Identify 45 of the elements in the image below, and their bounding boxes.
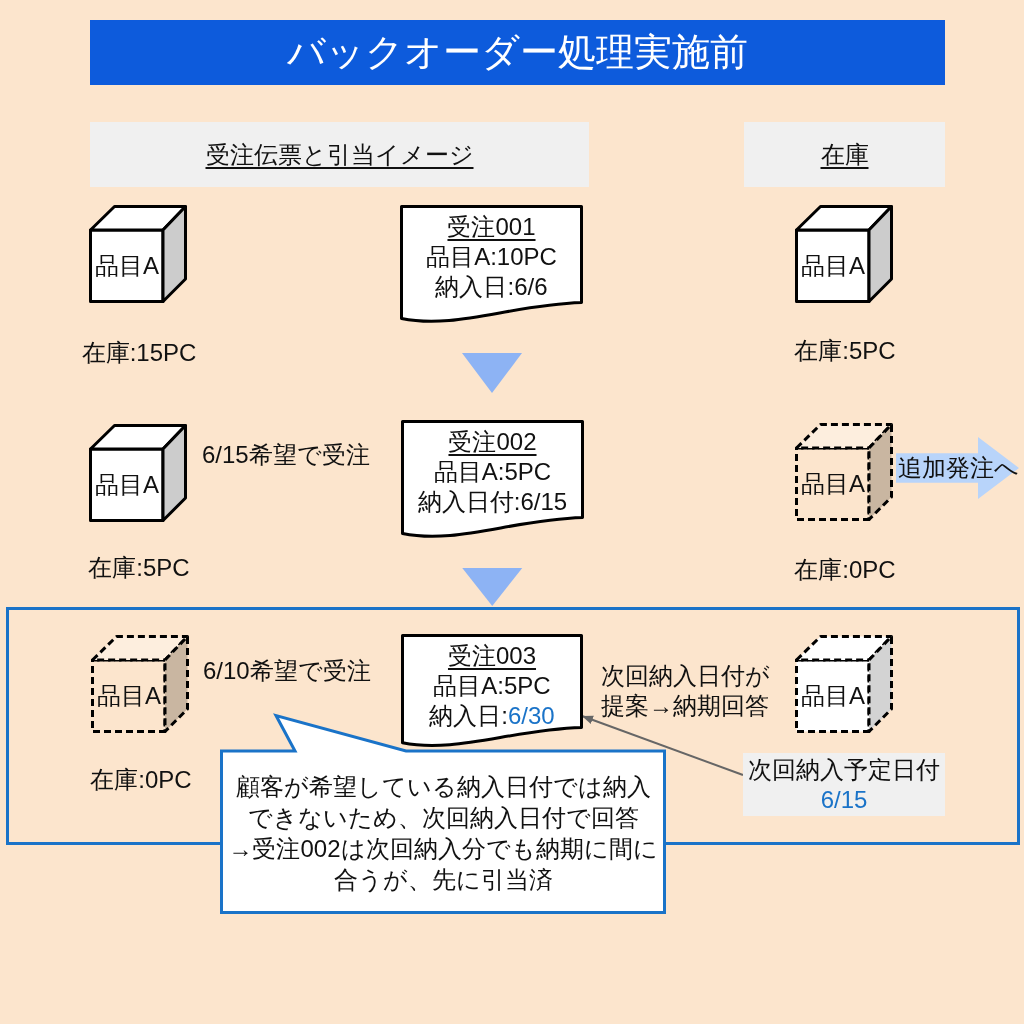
- order-detail: 納入日:: [429, 702, 508, 729]
- order-detail: 納入日付:6/15: [417, 488, 568, 515]
- cube: [795, 205, 893, 303]
- date-value: 6/15: [820, 784, 868, 815]
- header-panel: [90, 122, 589, 187]
- section-heading: 在庫: [820, 139, 869, 170]
- cube: [795, 423, 893, 521]
- stock-label: 在庫:5PC: [794, 336, 896, 366]
- header-panel: [744, 122, 945, 187]
- note-text: 顧客が希望している納入日付では納入できないため、次回納入日付で回答: [234, 771, 652, 833]
- cube: [91, 635, 189, 733]
- block-arrow: [896, 436, 1020, 500]
- arrow-caption: 追加発注へ: [897, 453, 1019, 483]
- stock-label: 在庫:5PC: [88, 553, 190, 583]
- stock-label: 在庫:0PC: [90, 765, 192, 795]
- order-heading: 受注002: [448, 428, 537, 455]
- stock-label: 在庫:15PC: [81, 338, 197, 368]
- leader-line: [581, 715, 744, 776]
- order-heading: 受注003: [447, 642, 536, 669]
- order-detail: 納入日:6/6: [435, 273, 548, 300]
- note-text: →受注002は次回納入分でも納期に間に合うが、先に引当済: [227, 833, 659, 895]
- item-label: 品目A: [95, 470, 159, 500]
- date-value: 6/30: [507, 702, 555, 729]
- order-heading: 受注001: [447, 213, 536, 240]
- order-detail: 品目A:10PC: [426, 243, 557, 270]
- stock-label: 在庫:0PC: [794, 555, 896, 585]
- info-panel: [743, 753, 945, 816]
- cube: [89, 424, 187, 522]
- cube: [795, 635, 893, 733]
- order-detail: 品目A:5PC: [433, 672, 551, 699]
- arrow: [462, 568, 523, 606]
- item-label: 品目A: [95, 251, 159, 281]
- item-label: 品目A: [801, 251, 865, 281]
- order-detail: 品目A:5PC: [433, 458, 552, 485]
- cube: [89, 205, 187, 303]
- title-banner: バックオーダー処理実施前: [90, 20, 945, 85]
- item-label: 品目A: [801, 469, 865, 499]
- arrow: [462, 353, 522, 393]
- section-heading: 受注伝票と引当イメージ: [205, 139, 474, 170]
- annotation: 6/10希望で受注: [203, 656, 371, 686]
- item-label: 品目A: [801, 681, 865, 711]
- item-label: 品目A: [97, 681, 161, 711]
- annotation: 次回納入日付が提案→納期回答: [601, 661, 771, 721]
- annotation: 6/15希望で受注: [202, 440, 370, 470]
- info-label: 次回納入予定日付: [748, 754, 940, 785]
